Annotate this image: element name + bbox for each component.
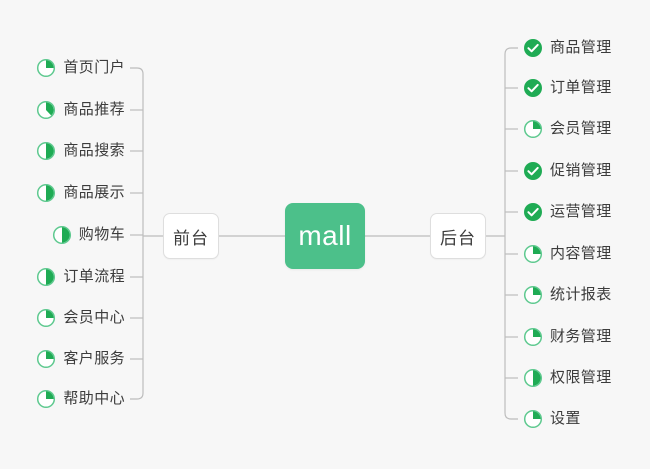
leaf-node-label: 订单流程 <box>63 268 125 285</box>
pie-icon <box>523 409 543 429</box>
leaf-node-label: 促销管理 <box>550 162 612 179</box>
leaf-node-label: 商品推荐 <box>63 101 125 118</box>
leaf-node-label: 会员中心 <box>63 309 125 326</box>
leaf-node[interactable]: 商品推荐 <box>36 97 125 123</box>
frontend-stub-8 <box>130 392 144 400</box>
leaf-node[interactable]: 帮助中心 <box>36 386 125 412</box>
leaf-node-label: 客户服务 <box>63 350 125 367</box>
pie-icon <box>37 58 56 78</box>
leaf-node[interactable]: 促销管理 <box>523 158 612 184</box>
backend-stub-9 <box>504 412 518 420</box>
leaf-node[interactable]: 权限管理 <box>523 365 612 391</box>
root-node-mall[interactable]: mall <box>285 203 365 269</box>
frontend-stub-0 <box>130 67 144 75</box>
check-circle-icon <box>524 162 542 180</box>
leaf-node-label: 财务管理 <box>550 328 612 345</box>
branch-node-label: 后台 <box>440 228 476 248</box>
leaf-node-label: 商品管理 <box>550 39 612 56</box>
leaf-node[interactable]: 商品搜索 <box>36 138 125 164</box>
leaf-node-label: 会员管理 <box>550 120 612 137</box>
backend-stub-0 <box>504 47 518 55</box>
leaf-node-label: 订单管理 <box>550 79 612 96</box>
pie-icon <box>37 100 56 120</box>
pie-icon <box>37 308 56 328</box>
check-circle-icon <box>524 79 542 97</box>
leaf-node[interactable]: 会员管理 <box>523 116 612 142</box>
leaf-node[interactable]: 会员中心 <box>36 305 125 331</box>
leaf-node[interactable]: 内容管理 <box>523 241 612 267</box>
leaf-node[interactable]: 设置 <box>523 406 581 432</box>
pie-icon <box>523 119 543 139</box>
root-node-label: mall <box>298 220 352 251</box>
leaf-node[interactable]: 订单流程 <box>36 264 125 290</box>
leaf-node-label: 商品搜索 <box>63 142 125 159</box>
pie-icon <box>37 267 56 287</box>
pie-icon <box>523 368 543 388</box>
pie-icon <box>37 389 56 409</box>
pie-icon <box>523 244 543 264</box>
leaf-node[interactable]: 订单管理 <box>523 75 612 101</box>
leaf-node[interactable]: 运营管理 <box>523 199 612 225</box>
leaf-node[interactable]: 首页门户 <box>36 55 125 81</box>
leaf-node-label: 首页门户 <box>63 59 125 76</box>
pie-icon <box>523 327 543 347</box>
leaf-node-label: 购物车 <box>78 226 125 243</box>
pie-icon <box>37 183 56 203</box>
leaf-node-label: 内容管理 <box>550 245 612 262</box>
leaf-node[interactable]: 统计报表 <box>523 282 612 308</box>
leaf-node-label: 设置 <box>550 410 581 427</box>
check-circle-icon <box>524 39 542 57</box>
leaf-node[interactable]: 购物车 <box>52 222 125 248</box>
pie-icon <box>523 285 543 305</box>
branch-node-label: 前台 <box>173 228 209 248</box>
pie-icon <box>37 141 56 161</box>
branch-node-backend[interactable]: 后台 <box>430 213 486 259</box>
leaf-node[interactable]: 商品展示 <box>36 180 125 206</box>
leaf-node[interactable]: 客户服务 <box>36 346 125 372</box>
branch-node-frontend[interactable]: 前台 <box>163 213 219 259</box>
pie-icon <box>37 349 56 369</box>
leaf-node-label: 帮助中心 <box>63 390 125 407</box>
leaf-node[interactable]: 财务管理 <box>523 324 612 350</box>
leaf-node-label: 商品展示 <box>63 184 125 201</box>
check-circle-icon <box>524 203 542 221</box>
leaf-node-label: 权限管理 <box>550 369 612 386</box>
pie-icon <box>52 225 71 245</box>
leaf-node-label: 运营管理 <box>550 203 612 220</box>
leaf-node[interactable]: 商品管理 <box>523 35 612 61</box>
leaf-node-label: 统计报表 <box>550 286 612 303</box>
